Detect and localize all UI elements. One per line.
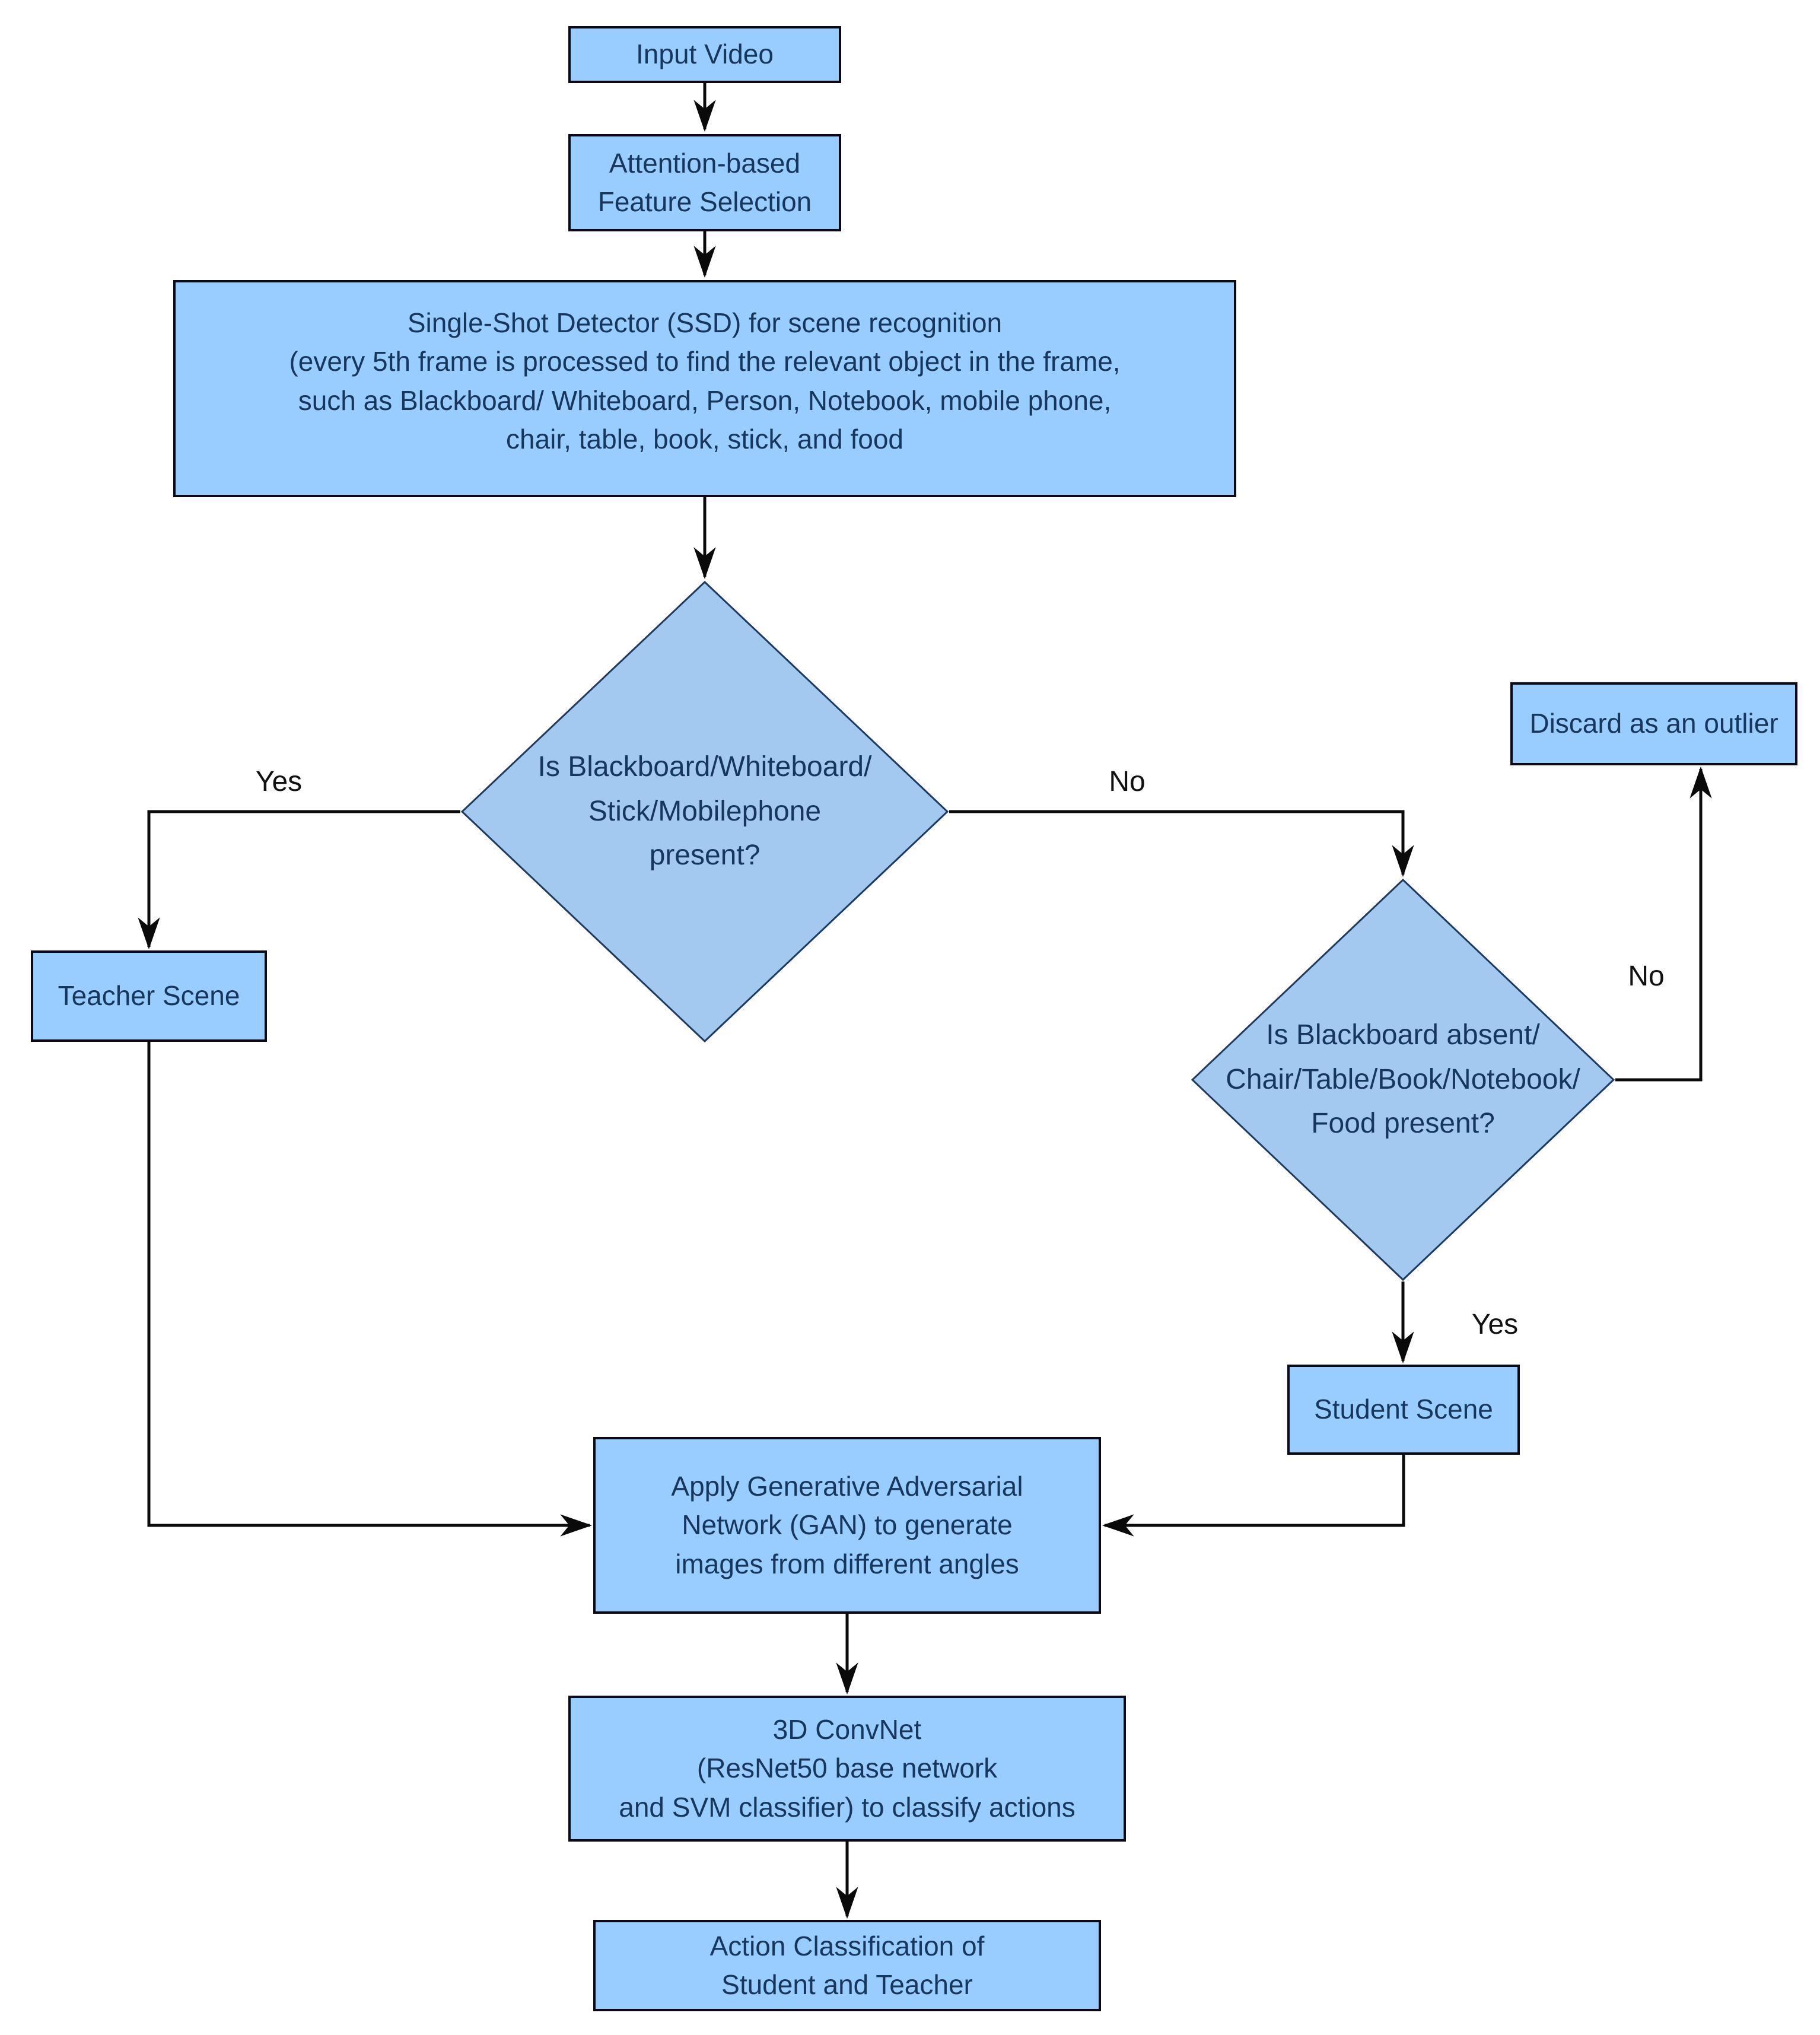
- edge-student-check-no: [1615, 766, 1712, 1082]
- node-action-classification-label: Action Classification of Student and Tea…: [709, 1930, 985, 2000]
- node-input-video: Input Video: [568, 26, 841, 83]
- decision-teacher-check: Is Blackboard/Whiteboard/ Stick/Mobileph…: [460, 580, 949, 1043]
- decision-teacher-check-label: Is Blackboard/Whiteboard/ Stick/Mobileph…: [537, 751, 872, 872]
- edge-teacher-check-no: [949, 810, 1414, 877]
- edge-teacher-scene-to-gan: [147, 1042, 593, 1537]
- edge-label-student-check-no: No: [1628, 961, 1665, 992]
- node-student-scene: Student Scene: [1287, 1365, 1520, 1455]
- node-teacher-scene: Teacher Scene: [31, 950, 267, 1042]
- node-feature-selection-label: Attention-based Feature Selection: [597, 147, 812, 217]
- decision-teacher-check-shape: [460, 580, 949, 1043]
- node-input-video-label: Input Video: [636, 39, 774, 70]
- node-convnet: 3D ConvNet (ResNet50 base network and SV…: [568, 1696, 1126, 1842]
- node-discard-outlier: Discard as an outlier: [1510, 682, 1797, 765]
- edge-teacher-check-yes: [138, 810, 460, 950]
- edge-label-student-check-yes: Yes: [1471, 1309, 1519, 1340]
- node-ssd: Single-Shot Detector (SSD) for scene rec…: [173, 280, 1236, 497]
- edge-student-scene-to-gan: [1102, 1455, 1405, 1537]
- node-gan-label: Apply Generative Adversarial Network (GA…: [671, 1471, 1023, 1579]
- decision-student-check-shape: [1191, 878, 1615, 1282]
- decision-student-check: Is Blackboard absent/ Chair/Table/Book/N…: [1191, 878, 1615, 1282]
- edge-label-teacher-check-yes: Yes: [255, 766, 303, 797]
- node-action-classification: Action Classification of Student and Tea…: [593, 1920, 1101, 2011]
- node-gan: Apply Generative Adversarial Network (GA…: [593, 1437, 1101, 1614]
- node-convnet-label: 3D ConvNet (ResNet50 base network and SV…: [619, 1714, 1076, 1823]
- node-discard-outlier-label: Discard as an outlier: [1529, 708, 1778, 739]
- node-teacher-scene-label: Teacher Scene: [58, 980, 240, 1012]
- node-student-scene-label: Student Scene: [1314, 1394, 1493, 1425]
- decision-student-check-label: Is Blackboard absent/ Chair/Table/Book/N…: [1226, 1019, 1580, 1140]
- node-feature-selection: Attention-based Feature Selection: [568, 134, 841, 231]
- edge-label-teacher-check-no: No: [1109, 766, 1146, 797]
- node-ssd-label: Single-Shot Detector (SSD) for scene rec…: [289, 307, 1121, 454]
